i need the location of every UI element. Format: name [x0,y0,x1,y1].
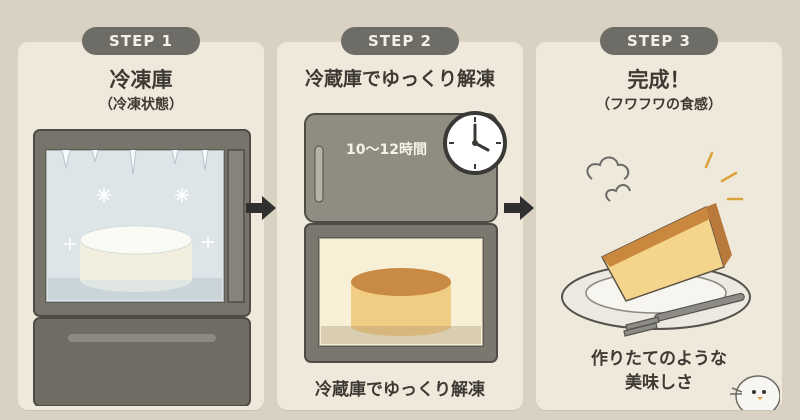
step-1-subtitle: （冷凍状態） [99,97,183,113]
step-2-badge: STEP 2 [341,27,459,55]
step-3-panel: STEP 3 完成！ （フワフワの食感） 作りたてのような 美味しさ [536,27,782,410]
step-2-panel: STEP 2 冷蔵庫でゆっくり解凍 10〜12時間 冷蔵庫でゆっくり解凍 [277,27,523,410]
step-1-badge: STEP 1 [82,27,200,55]
bird-mascot-icon [730,375,780,410]
clock-icon [443,111,507,175]
arrow-right-icon [246,196,276,220]
thaw-time-label: 10〜12時間 [346,142,427,158]
step-3-caption-line-2: 美味しさ [625,373,693,393]
cake-slice-icon [561,151,751,337]
step-2-title: 冷蔵庫でゆっくり解凍 [304,68,495,90]
fork-icon [623,292,745,337]
step-1-title: 冷凍庫 [109,68,173,92]
step-1-panel: STEP 1 冷凍庫 （冷凍状態） [18,27,264,410]
step-3-badge: STEP 3 [600,27,718,55]
step-3-title: 完成！ [627,68,691,92]
step-3-caption-line-1: 作りたてのような [591,349,727,369]
step-2-caption: 冷蔵庫でゆっくり解凍 [315,380,485,400]
freezer-icon [33,129,251,406]
step-3-subtitle: （フワフワの食感） [596,97,722,113]
arrow-right-icon [504,196,534,220]
